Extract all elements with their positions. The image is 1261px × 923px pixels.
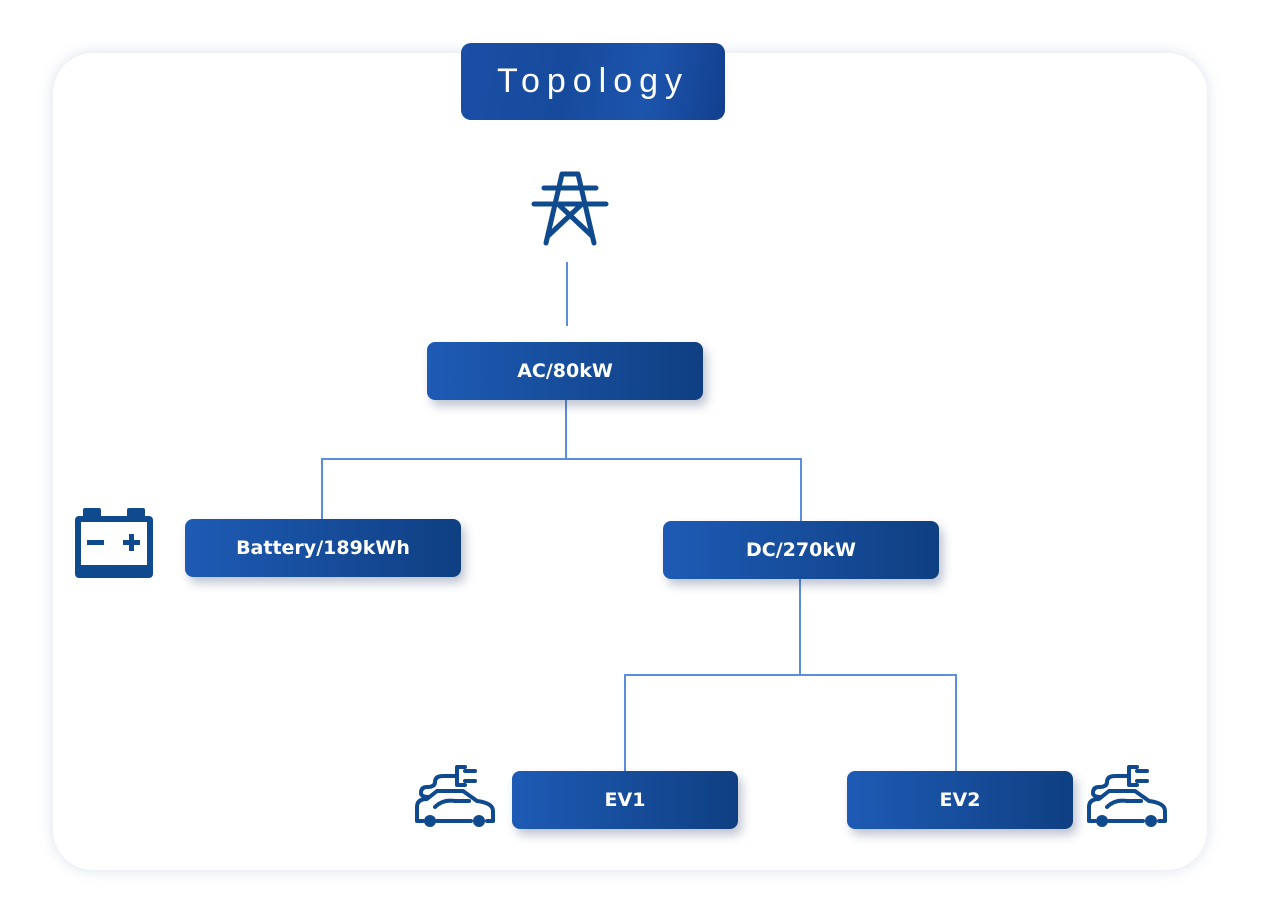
topology-card — [53, 53, 1207, 870]
power-tower-icon — [531, 171, 609, 246]
dc-node[interactable]: DC/270kW — [663, 521, 939, 579]
ev-charging-icon — [415, 765, 495, 827]
ev-charging-icon — [1087, 765, 1167, 827]
ev2-node[interactable]: EV2 — [847, 771, 1073, 829]
battery-icon — [75, 508, 153, 578]
ac-branch-connector — [321, 458, 802, 521]
ac-node[interactable]: AC/80kW — [427, 342, 703, 400]
page-title: Topology — [461, 43, 725, 120]
ev1-node[interactable]: EV1 — [512, 771, 738, 829]
dc-branch-connector — [624, 674, 957, 771]
battery-node[interactable]: Battery/189kWh — [185, 519, 461, 577]
